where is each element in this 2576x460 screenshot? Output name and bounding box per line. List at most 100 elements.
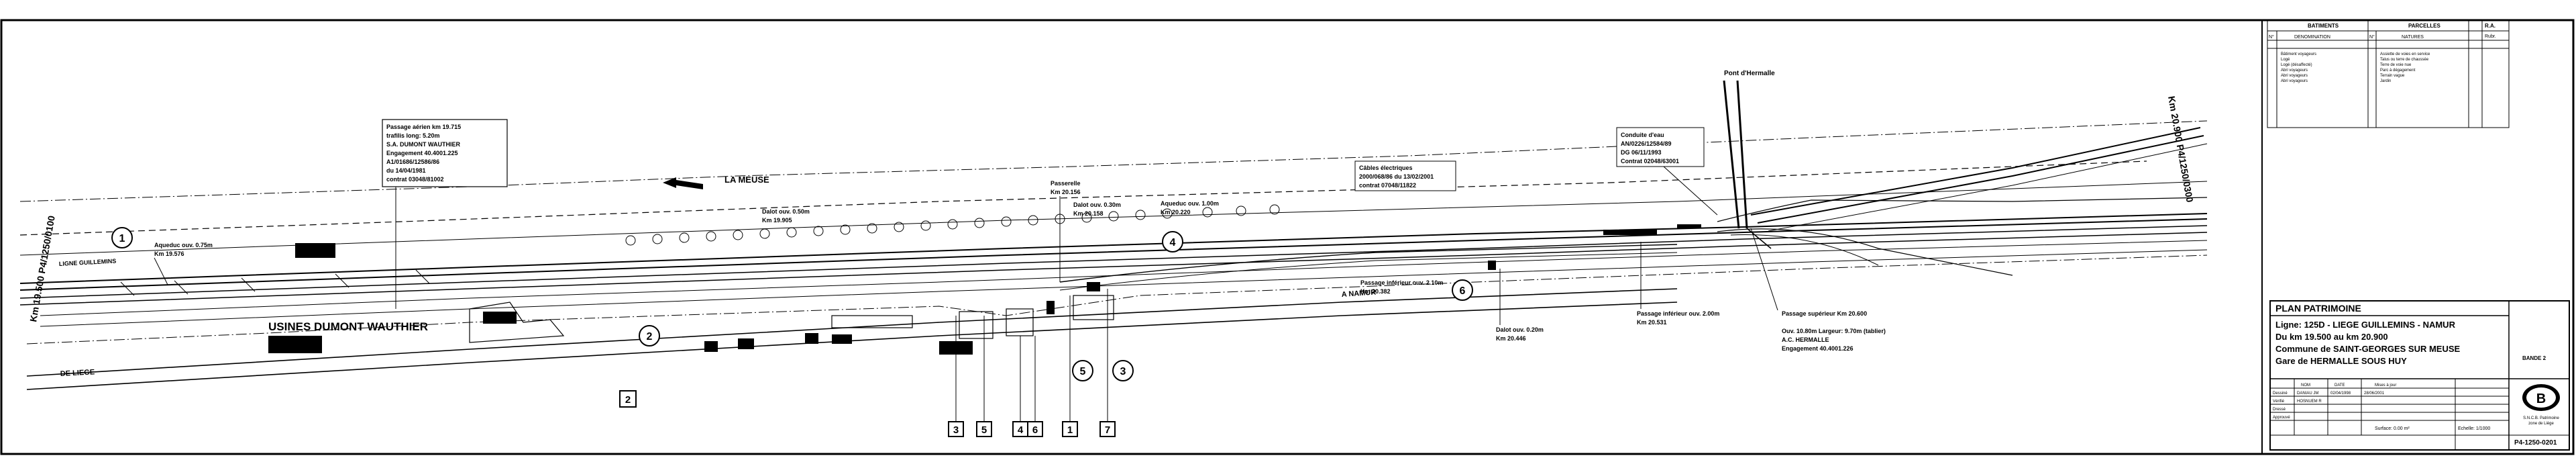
svg-text:1: 1 xyxy=(1067,424,1073,436)
svg-text:contrat 07048/11822: contrat 07048/11822 xyxy=(1359,182,1416,189)
svg-text:DATE: DATE xyxy=(2334,383,2345,387)
plan-km-range: Du km 19.500 au km 20.900 xyxy=(2275,332,2388,342)
svg-text:Echelle: 1/1000: Echelle: 1/1000 xyxy=(2458,426,2490,431)
svg-text:02/04/1998: 02/04/1998 xyxy=(2330,392,2351,396)
box-marker-2: 2 xyxy=(619,390,637,408)
sncb-logo: B S.N.C.B. Patrimoine zone de Liège xyxy=(2522,384,2560,426)
svg-text:Passage supérieur Km 20.600: Passage supérieur Km 20.600 xyxy=(1782,310,1867,317)
svg-text:Logé: Logé xyxy=(2281,58,2290,62)
annotation-passage-superieur: Passage supérieur Km 20.600 Ouv. 10.80m … xyxy=(1750,228,1886,352)
svg-text:Terrain vague: Terrain vague xyxy=(2380,74,2405,78)
road-label-namur: A NAMUR xyxy=(1341,288,1376,299)
svg-text:S.A. DUMONT WAUTHIER: S.A. DUMONT WAUTHIER xyxy=(386,141,460,148)
annotation-dalot-1: Dalot ouv. 0.50m Km 19.905 xyxy=(762,208,810,224)
side-code: BANDE 2 xyxy=(2522,355,2546,361)
svg-text:PARCELLES: PARCELLES xyxy=(2408,23,2441,29)
svg-text:Bâtiment voyageurs: Bâtiment voyageurs xyxy=(2281,52,2316,56)
svg-text:contrat 03048/81002: contrat 03048/81002 xyxy=(386,176,444,183)
svg-text:A.C. HERMALLE: A.C. HERMALLE xyxy=(1782,336,1829,343)
svg-text:3: 3 xyxy=(1120,366,1126,377)
svg-text:Ouv. 10.80m Largeur: 9.70m (ta: Ouv. 10.80m Largeur: 9.70m (tablier) xyxy=(1782,328,1886,334)
building-block xyxy=(738,338,754,349)
building-outlines xyxy=(469,295,1114,343)
building-block xyxy=(832,334,852,344)
legend-table xyxy=(2267,19,2510,128)
box-marker-5: 5 xyxy=(976,421,992,437)
svg-text:Km 20.531: Km 20.531 xyxy=(1637,319,1667,326)
svg-text:Contrat 02048/63001: Contrat 02048/63001 xyxy=(1621,158,1679,165)
svg-text:HOSNUEM R: HOSNUEM R xyxy=(2297,400,2322,404)
svg-text:zone de Liège: zone de Liège xyxy=(2528,422,2554,426)
svg-text:DANIAU JM: DANIAU JM xyxy=(2297,392,2318,396)
svg-text:Km 19.905: Km 19.905 xyxy=(762,217,792,224)
building-block xyxy=(1488,261,1496,270)
box-marker-1: 1 xyxy=(1062,421,1078,437)
svg-text:Parc à dégagement: Parc à dégagement xyxy=(2380,68,2416,73)
svg-text:Logé (désaffecté): Logé (désaffecté) xyxy=(2281,63,2312,67)
svg-text:Km 20.220: Km 20.220 xyxy=(1161,209,1191,216)
svg-text:Dalot ouv. 0.50m: Dalot ouv. 0.50m xyxy=(762,208,810,215)
svg-text:Dalot ouv. 0.30m: Dalot ouv. 0.30m xyxy=(1073,201,1121,208)
svg-text:Dressé: Dressé xyxy=(2273,408,2286,412)
svg-text:7: 7 xyxy=(1105,424,1110,436)
circle-marker-3: 3 xyxy=(1112,360,1134,381)
plan-title: PLAN PATRIMOINE xyxy=(2275,303,2361,314)
building-block xyxy=(295,243,335,258)
circle-marker-5: 5 xyxy=(1072,360,1093,381)
annotation-passage-aerien: Passage aérien km 19.715 trafilis long: … xyxy=(382,119,508,309)
annotation-dalot-2: Dalot ouv. 0.30m Km 20.158 xyxy=(1073,201,1121,217)
plan-commune: Commune de SAINT-GEORGES SUR MEUSE xyxy=(2275,344,2461,354)
building-outline xyxy=(1006,308,1034,336)
svg-text:Engagement 40.4001.226: Engagement 40.4001.226 xyxy=(1782,345,1854,352)
svg-text:Km 20.156: Km 20.156 xyxy=(1051,189,1081,195)
svg-text:Terre de voie nue: Terre de voie nue xyxy=(2380,63,2412,67)
annotation-aqueduc-2: Aqueduc ouv. 1.00m Km 20.220 xyxy=(1161,200,1219,216)
svg-text:Vérifié: Vérifié xyxy=(2273,400,2285,404)
svg-text:Km 20.382: Km 20.382 xyxy=(1360,288,1391,295)
building-block xyxy=(1087,282,1100,291)
svg-text:4: 4 xyxy=(1018,424,1024,436)
svg-text:NATURES: NATURES xyxy=(2402,35,2424,40)
box-marker-3: 3 xyxy=(948,421,964,437)
svg-text:5: 5 xyxy=(981,424,987,436)
svg-text:Km 19.576: Km 19.576 xyxy=(154,250,184,257)
svg-text:Dalot ouv. 0.20m: Dalot ouv. 0.20m xyxy=(1496,326,1544,333)
svg-text:N°: N° xyxy=(2269,34,2274,40)
svg-text:2000/068/86 du 13/02/2001: 2000/068/86 du 13/02/2001 xyxy=(1359,173,1434,180)
svg-text:DG 06/11/1993: DG 06/11/1993 xyxy=(1621,149,1662,156)
svg-text:Talus ou terre de chaussée: Talus ou terre de chaussée xyxy=(2380,58,2429,62)
river-flow-arrow xyxy=(663,177,703,189)
svg-text:Câbles électriques: Câbles électriques xyxy=(1359,165,1413,171)
svg-text:BATIMENTS: BATIMENTS xyxy=(2308,23,2339,29)
svg-text:Km 20.158: Km 20.158 xyxy=(1073,210,1104,217)
svg-text:R.A.: R.A. xyxy=(2485,23,2496,29)
circle-marker-2: 2 xyxy=(639,325,660,347)
buildings xyxy=(268,224,1701,355)
building-outline xyxy=(1073,295,1114,320)
annotation-passage-inferieur-1: Passage inférieur ouv. 2.10m Km 20.382 xyxy=(1360,279,1443,295)
svg-text:N°: N° xyxy=(2369,34,2375,40)
svg-text:Passerelle: Passerelle xyxy=(1051,180,1081,187)
building-outline xyxy=(959,311,994,339)
road-label-liege: DE LIEGE xyxy=(60,368,95,378)
track-layout xyxy=(19,80,2208,390)
svg-text:1: 1 xyxy=(119,233,125,244)
svg-text:Dessiné: Dessiné xyxy=(2273,392,2288,396)
drawing-number: P4-1250-0201 xyxy=(2514,439,2557,447)
svg-text:5: 5 xyxy=(1080,366,1086,377)
building-block xyxy=(1046,301,1055,314)
title-block-frame xyxy=(2269,300,2570,451)
annotation-cables: Câbles électriques 2000/068/86 du 13/02/… xyxy=(1354,160,1456,191)
svg-text:Rubr.: Rubr. xyxy=(2485,34,2496,39)
river-label: LA MEUSE xyxy=(724,175,769,185)
svg-text:A1/01686/12586/86: A1/01686/12586/86 xyxy=(386,158,439,165)
svg-text:Approuvé: Approuvé xyxy=(2273,416,2290,420)
annotation-passerelle: Passerelle Km 20.156 xyxy=(1051,180,1081,282)
svg-text:28/06/2001: 28/06/2001 xyxy=(2364,392,2385,396)
svg-text:DENOMINATION: DENOMINATION xyxy=(2294,35,2330,40)
svg-text:4: 4 xyxy=(1170,237,1176,248)
annotation-conduite: Conduite d'eau AN/0226/12584/89 DG 06/11… xyxy=(1616,127,1718,216)
building-block xyxy=(805,333,818,344)
legend-text: BATIMENTS PARCELLES R.A. Rubr. N° DENOMI… xyxy=(2269,23,2496,83)
